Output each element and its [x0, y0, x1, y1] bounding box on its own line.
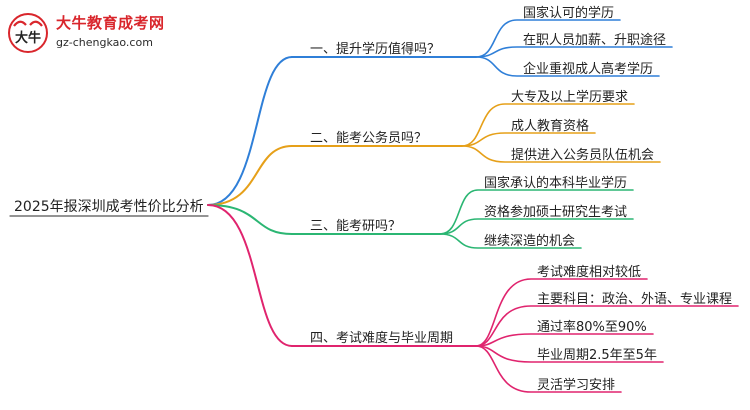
leaf-label: 灵活学习安排 — [537, 378, 616, 393]
leaf-label: 通过率80%至90% — [537, 320, 647, 335]
branch-leaf-link — [475, 345, 664, 363]
leaf-label: 企业重视成人高考学历 — [523, 62, 654, 77]
branch-label-postgraduate: 三、能考研吗？ — [310, 219, 402, 234]
leaf-label: 国家承认的本科毕业学历 — [484, 176, 628, 191]
leaf-label: 资格参加硕士研究生考试 — [484, 205, 628, 220]
logo-subtitle: gz-chengkao.com — [56, 36, 153, 49]
root-topic: 2025年报深圳成考性价比分析 — [14, 199, 204, 215]
branch-leaf-link — [475, 278, 648, 347]
branch-leaf-link — [461, 132, 596, 147]
leaf-label: 主要科目：政治、外语、专业课程 — [537, 292, 733, 307]
leaf-label: 在职人员加薪、升职途径 — [523, 33, 667, 48]
logo-title: 大牛教育成考网 — [56, 14, 165, 32]
leaf-label: 毕业周期2.5年至5年 — [537, 348, 657, 363]
leaf-label: 成人教育资格 — [511, 119, 590, 134]
leaf-label: 继续深造的机会 — [484, 234, 576, 249]
branch-label-civil-service: 二、能考公务员吗？ — [310, 131, 428, 146]
leaf-label: 考试难度相对较低 — [537, 265, 642, 280]
leaf-label: 国家认可的学历 — [523, 6, 615, 21]
site-logo[interactable]: 大牛 大牛教育成考网 gz-chengkao.com — [6, 8, 196, 58]
ox-logo-icon: 大牛 — [8, 13, 48, 53]
branch-leaf-link — [475, 345, 622, 393]
branch-leaf-link — [461, 145, 661, 163]
branch-leaf-link — [475, 333, 654, 347]
svg-text:大牛: 大牛 — [15, 30, 41, 46]
root-branch-link — [207, 145, 293, 206]
root-branch-link — [207, 56, 293, 206]
root-branch-link — [207, 204, 293, 347]
branch-leaf-link — [475, 305, 739, 347]
branch-leaf-link — [439, 233, 582, 249]
leaf-label: 大专及以上学历要求 — [511, 90, 629, 105]
branch-leaf-link — [475, 19, 621, 58]
branch-label-difficulty: 四、考试难度与毕业周期 — [310, 331, 454, 346]
branch-label-promotion: 一、提升学历值得吗？ — [310, 42, 441, 57]
branch-leaf-link — [439, 218, 634, 235]
branch-leaf-link — [475, 56, 660, 77]
root-branch-link — [207, 204, 293, 235]
leaf-label: 提供进入公务员队伍机会 — [511, 148, 655, 163]
branch-leaf-link — [439, 189, 634, 235]
branch-leaf-link — [475, 46, 673, 58]
branch-leaf-link — [461, 103, 635, 147]
